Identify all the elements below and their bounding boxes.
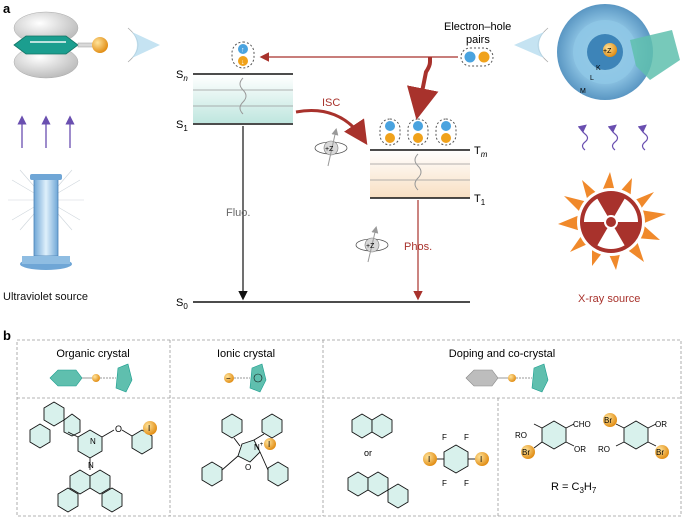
svg-text:−: − xyxy=(226,374,231,383)
doping-iodine-right-ball xyxy=(475,452,489,466)
panel-b-label: b xyxy=(3,328,11,343)
ionic-iodide-ball xyxy=(264,438,276,450)
br-3: Br xyxy=(656,448,664,457)
svg-text:+Z: +Z xyxy=(366,243,375,250)
doping-iodine-left-ball xyxy=(423,452,437,466)
organic-iodine: I xyxy=(148,424,150,433)
right-funnel-arrow xyxy=(514,32,544,58)
phos-label: Phos. xyxy=(404,241,432,253)
naphthalene xyxy=(351,413,393,439)
isc-arrow xyxy=(295,109,368,145)
ro-1: RO xyxy=(515,431,527,440)
doping-schematic xyxy=(465,363,549,393)
svg-text:↓: ↓ xyxy=(241,59,245,66)
ionic-oxygen: O xyxy=(245,463,251,472)
header-organic: Organic crystal xyxy=(56,348,129,360)
electron-hole-label-line1: Electron–hole xyxy=(444,21,511,33)
dibromo-ether xyxy=(615,420,657,450)
uv-molecule-illustration xyxy=(13,11,108,79)
ionic-iodide: I xyxy=(268,440,270,449)
xray-source-label: X-ray source xyxy=(578,293,640,305)
isc-label: ISC xyxy=(322,97,340,109)
fluorine-2: F xyxy=(464,433,469,442)
label-s1: S1 xyxy=(176,119,188,133)
label-s0: S0 xyxy=(176,297,188,311)
triplet-band xyxy=(370,150,470,198)
br-ball-3 xyxy=(655,445,669,459)
uv-source-label: Ultraviolet source xyxy=(3,291,88,303)
xray-wave-arrows xyxy=(577,124,649,151)
label-sn: Sn xyxy=(176,69,188,83)
shell-l: L xyxy=(590,75,594,82)
or-1: OR xyxy=(574,445,586,454)
or-text: or xyxy=(364,448,372,458)
doping-iodine-right: I xyxy=(480,455,482,464)
uv-arrows xyxy=(17,115,75,148)
electron-hole-to-tm-arrow xyxy=(407,57,439,120)
bromobenzaldehyde xyxy=(533,420,575,450)
fluorine-1: F xyxy=(442,433,447,442)
organic-molecule xyxy=(29,401,153,513)
br-ball-1 xyxy=(521,445,535,459)
singlet-spin-pair: ↑ ↓ xyxy=(231,41,255,69)
electron-hole-label-line2: pairs xyxy=(466,34,490,46)
ionic-nitrogen: N+ xyxy=(254,442,264,452)
tetrafluoro-diiodobenzene xyxy=(436,444,476,474)
organic-iodine-ball xyxy=(143,421,157,435)
phenanthrene xyxy=(347,471,409,509)
heavy-atom-spin-lower: +Z xyxy=(355,226,389,263)
panel-a-label: a xyxy=(3,1,11,16)
energy-diagram xyxy=(193,73,470,303)
header-ionic: Ionic crystal xyxy=(217,348,275,360)
cho: CHO xyxy=(573,420,591,429)
triplet-spin-pairs xyxy=(379,118,457,146)
svg-text:+Z: +Z xyxy=(325,146,334,153)
heavy-atom-spin-upper: +Z xyxy=(314,128,348,167)
xray-source-illustration xyxy=(558,172,666,270)
fluorine-4: F xyxy=(464,479,469,488)
panel-b-grid xyxy=(16,339,682,517)
left-funnel-arrow xyxy=(132,32,160,58)
label-tm: Tm xyxy=(474,145,488,159)
fluo-label: Fluo. xyxy=(226,207,250,219)
electron-hole-pair xyxy=(460,47,494,67)
header-doping: Doping and co-crystal xyxy=(449,348,555,360)
ionic-molecule xyxy=(201,413,289,487)
label-t1: T1 xyxy=(474,193,486,207)
br-2: Br xyxy=(604,416,612,425)
fluorine-3: F xyxy=(442,479,447,488)
atom-shell-illustration: +Z K L M xyxy=(557,4,680,100)
uv-lamp-illustration xyxy=(8,169,84,270)
organic-n-triazine: N xyxy=(90,437,96,446)
svg-text:+Z: +Z xyxy=(603,48,612,55)
shell-m: M xyxy=(580,88,586,95)
shell-k: K xyxy=(596,65,601,72)
organic-oxygen: O xyxy=(115,424,122,434)
singlet-band xyxy=(193,75,293,123)
doping-iodine-left: I xyxy=(428,455,430,464)
svg-text:↑: ↑ xyxy=(241,47,245,54)
ionic-schematic: − xyxy=(224,363,267,393)
organic-n-lower: N xyxy=(88,461,94,470)
br-ball-2 xyxy=(603,413,617,427)
ro-2: RO xyxy=(598,445,610,454)
br-1: Br xyxy=(522,448,530,457)
organic-schematic xyxy=(49,363,133,393)
r-formula: R = C3H7 xyxy=(551,481,597,495)
or-2: OR xyxy=(655,420,667,429)
